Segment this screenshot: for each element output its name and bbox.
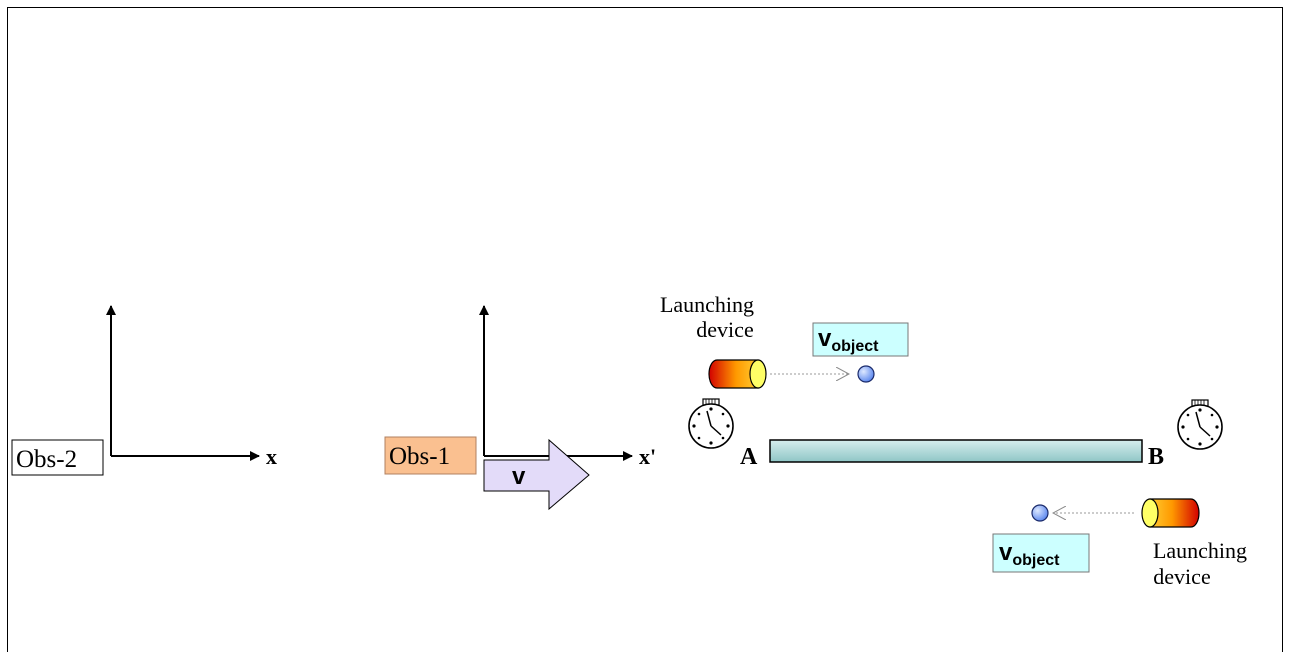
rod-end-b: B [1148, 444, 1164, 470]
launcher-icon [708, 359, 767, 389]
bottom-velocity-box [992, 533, 1090, 573]
obs1-axis-label: x' [639, 444, 656, 469]
top-velocity-label: vobject [818, 325, 879, 355]
velocity-arrow [483, 438, 590, 511]
stopwatch-icon [1177, 399, 1223, 450]
obs2-frame: x Obs-2 [11, 305, 277, 476]
stopwatch-icon [688, 398, 734, 449]
obs1-frame: x' Obs-1 v [384, 305, 656, 511]
ball-icon [857, 365, 875, 383]
bottom-velocity-label: vobject [999, 539, 1060, 569]
outer-frame [7, 7, 1283, 652]
top-velocity-box [812, 322, 909, 357]
rod [769, 439, 1143, 463]
velocity-label: v [512, 463, 526, 490]
rod-group: A B [688, 398, 1223, 470]
ball-icon [1031, 504, 1049, 522]
obs1-label-box [384, 436, 477, 475]
obs2-axis-label: x [266, 444, 277, 469]
top-launcher-label-2: device [696, 317, 753, 342]
obs1-label: Obs-1 [389, 443, 450, 470]
bottom-launcher-label-1: Launching [1153, 538, 1247, 563]
bottom-launcher-group: vobject Launching device [992, 498, 1247, 589]
obs2-label-box [11, 439, 104, 476]
obs2-label: Obs-2 [16, 446, 77, 473]
top-launcher-label-1: Launching [660, 292, 754, 317]
rod-end-a: A [740, 444, 758, 470]
launcher-icon [1141, 498, 1200, 528]
bottom-launcher-label-2: device [1153, 564, 1210, 589]
top-launcher-group: Launching device vobject [660, 292, 909, 389]
